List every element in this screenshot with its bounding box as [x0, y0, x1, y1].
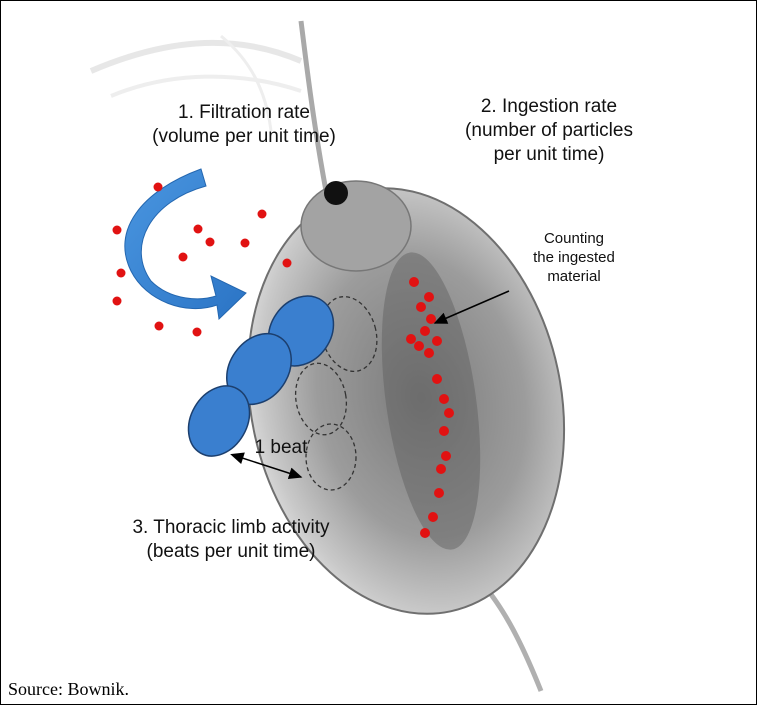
source-caption: Source: Bownik.: [8, 679, 129, 700]
eye: [324, 181, 348, 205]
thoracic-title: 3. Thoracic limb activity: [96, 516, 366, 540]
thoracic-unit: (beats per unit time): [96, 540, 366, 564]
thoracic-label: 3. Thoracic limb activity (beats per uni…: [96, 516, 366, 564]
filtration-unit: (volume per unit time): [129, 125, 359, 149]
filtration-arrow: [125, 169, 246, 319]
ingestion-unit-1: (number of particles: [439, 119, 659, 143]
filtration-label: 1. Filtration rate (volume per unit time…: [129, 101, 359, 149]
counting-line-3: material: [509, 268, 639, 287]
beat-label: 1 beat: [246, 436, 316, 460]
counting-line-2: the ingested: [509, 249, 639, 268]
filtration-title: 1. Filtration rate: [129, 101, 359, 125]
ingestion-label: 2. Ingestion rate (number of particles p…: [439, 95, 659, 166]
ingestion-unit-2: per unit time): [439, 143, 659, 167]
ingestion-title: 2. Ingestion rate: [439, 95, 659, 119]
counting-label: Counting the ingested material: [509, 230, 639, 286]
counting-line-1: Counting: [509, 230, 639, 249]
daphnia-head: [301, 181, 411, 271]
